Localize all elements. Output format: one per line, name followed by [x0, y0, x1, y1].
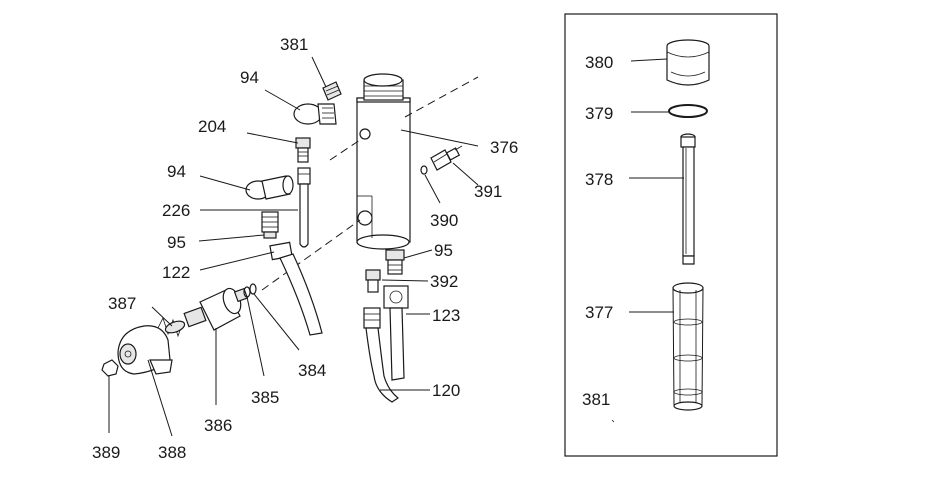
part-95-fitting-left: [261, 211, 279, 239]
callout-384: 384: [298, 361, 326, 380]
callout-386: 386: [204, 416, 232, 435]
part-377-screen: [672, 282, 704, 411]
callout-390: 390: [430, 211, 458, 230]
callout-385: 385: [251, 388, 279, 407]
part-122-hose: [269, 241, 323, 336]
part-390-ring: [420, 165, 428, 175]
callout-94-upper: 94: [240, 68, 259, 87]
callout-95-right: 95: [434, 241, 453, 260]
callout-376: 376: [490, 138, 518, 157]
callout-204: 204: [198, 117, 226, 136]
part-94-elbow-lower: [245, 175, 294, 200]
part-120-hose: [363, 307, 400, 403]
part-384-ring: [249, 283, 257, 295]
part-123-tube: [383, 285, 409, 381]
callout-389: 389: [92, 443, 120, 462]
part-378-rod: [680, 133, 696, 265]
callout-380: 380: [585, 53, 613, 72]
callout-226: 226: [162, 201, 190, 220]
callout-labels: 381 94 204 94 226 95 122 387 389 388 386…: [92, 35, 613, 462]
callout-120: 120: [432, 381, 460, 400]
part-389-nut: [101, 359, 119, 377]
part-386-valve-body: [183, 287, 249, 331]
callout-123: 123: [432, 306, 460, 325]
callout-95-left: 95: [167, 233, 186, 252]
callout-381-inset: 381: [582, 390, 610, 409]
callout-381-top: 381: [280, 35, 308, 54]
callout-388: 388: [158, 443, 186, 462]
part-380-cap: [666, 39, 710, 86]
parts-inset-frame: [564, 13, 778, 457]
callout-378: 378: [585, 170, 613, 189]
leader-lines: [108, 56, 684, 437]
part-376-filter-housing: [356, 73, 411, 250]
part-226-tube: [297, 167, 311, 248]
callout-377: 377: [585, 303, 613, 322]
part-392-fitting: [365, 269, 381, 293]
callout-94-lower: 94: [167, 162, 186, 181]
callout-387: 387: [108, 294, 136, 313]
callout-391: 391: [474, 182, 502, 201]
part-388-handle: [117, 325, 173, 375]
part-381-plug: [322, 81, 342, 101]
part-379-o-ring: [668, 104, 708, 118]
part-204-fitting: [295, 137, 311, 163]
part-95-fitting-right: [385, 249, 405, 275]
callout-392: 392: [430, 272, 458, 291]
callout-122: 122: [162, 263, 190, 282]
callout-379: 379: [585, 104, 613, 123]
part-391-valve: [430, 145, 463, 171]
part-94-elbow-upper: [293, 103, 337, 125]
